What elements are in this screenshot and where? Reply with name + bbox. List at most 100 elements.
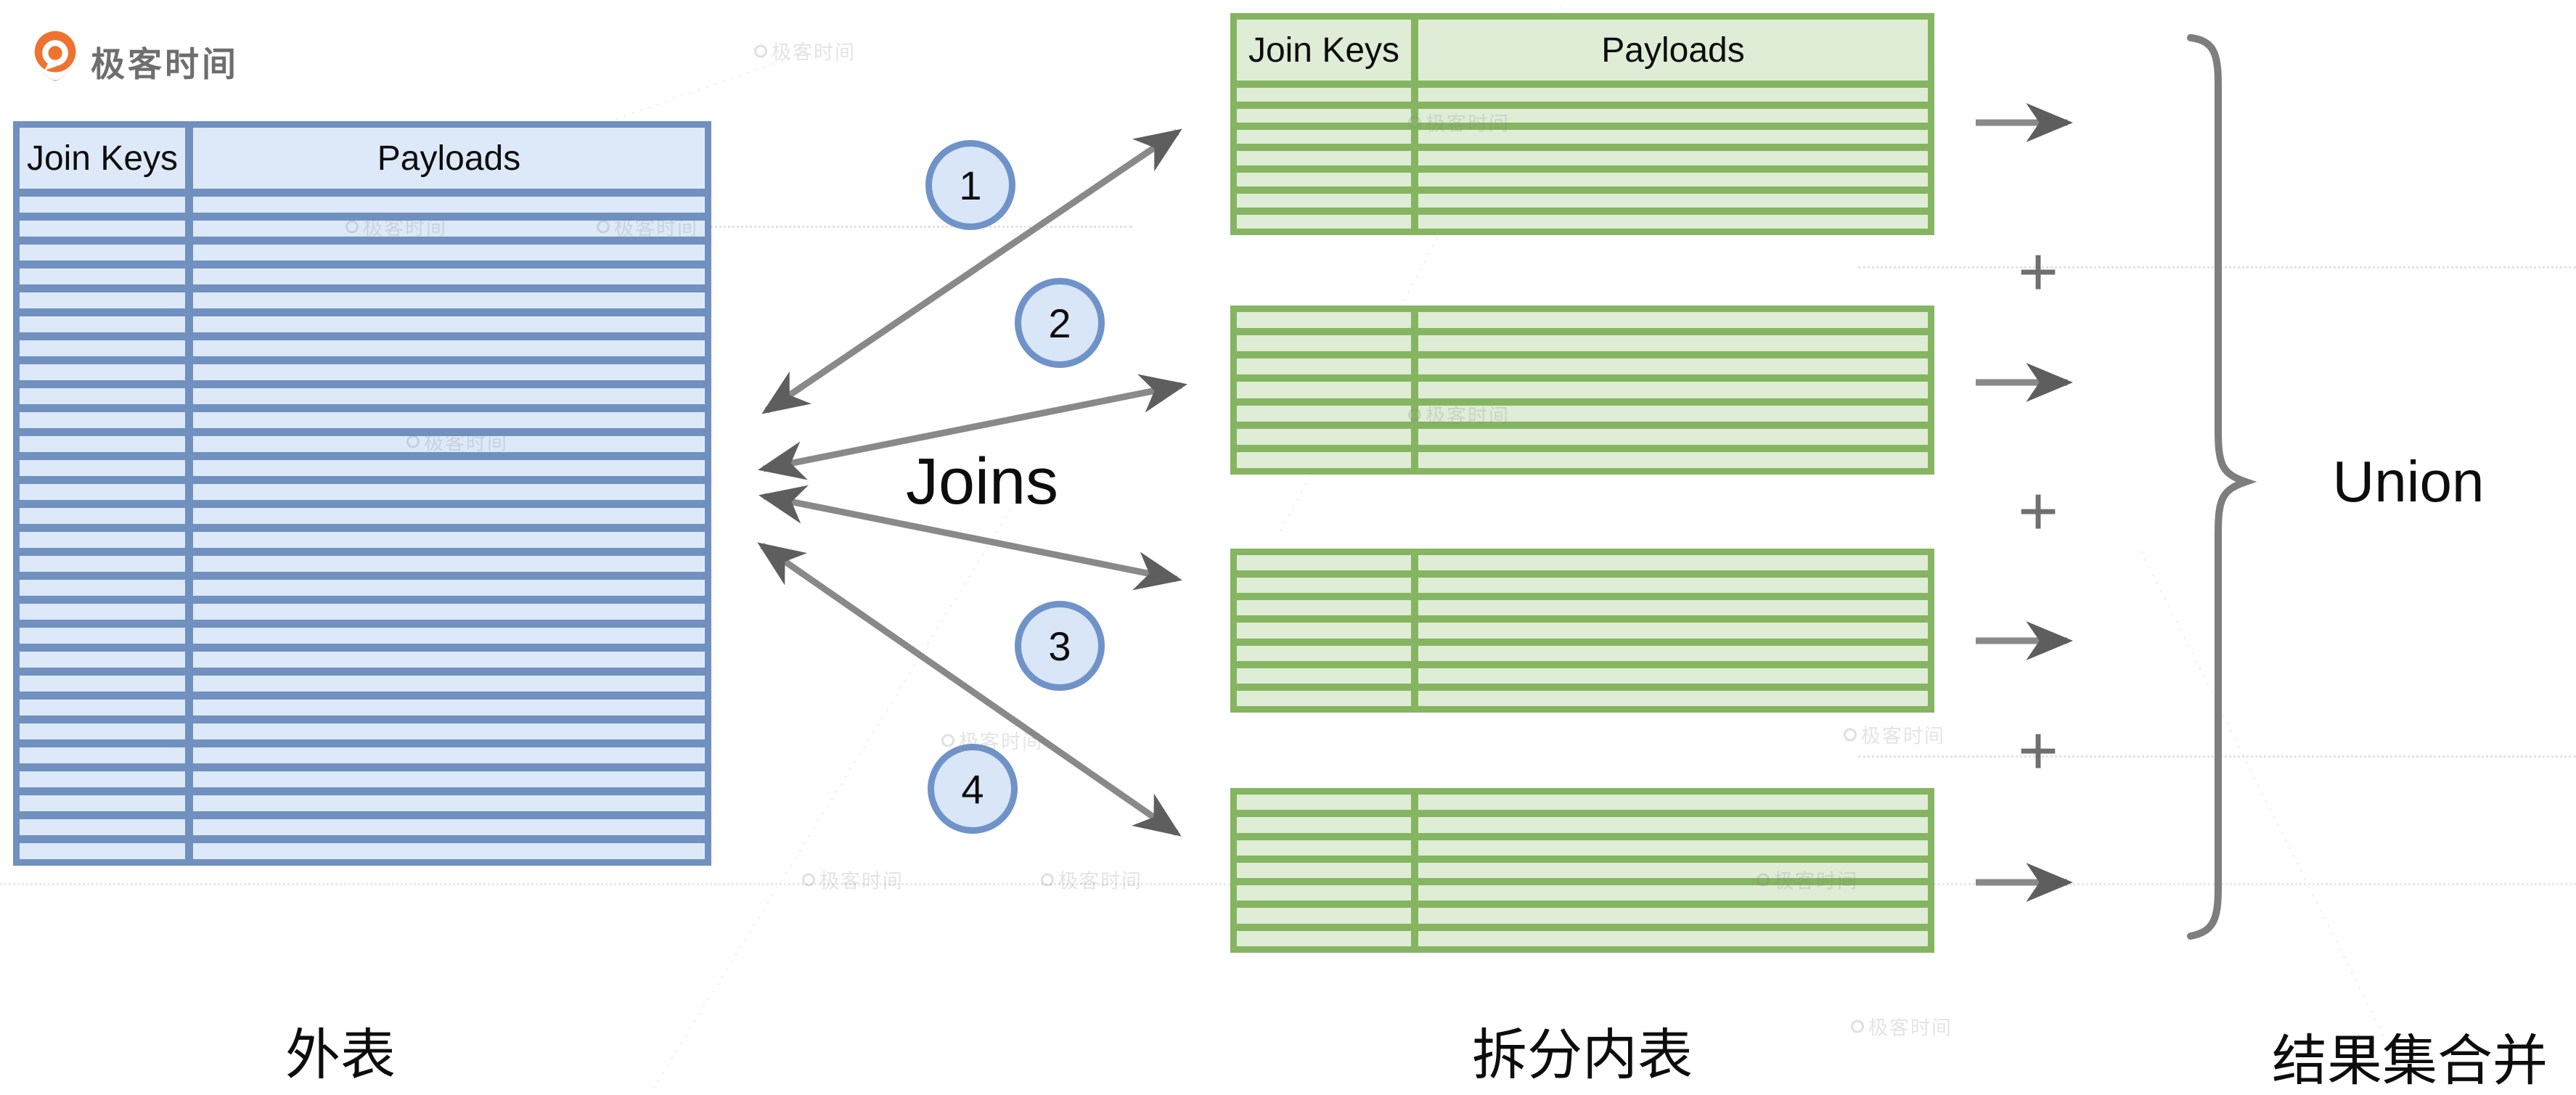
- join-key-cell: [20, 843, 185, 859]
- watermark-pin-icon: [802, 873, 815, 886]
- join-key-cell: [1237, 428, 1411, 445]
- payload-cell: [1418, 623, 1928, 639]
- table-row: [1237, 795, 1928, 811]
- split-table-header: Join Keys Payloads: [1237, 20, 1928, 81]
- payload-cell: [193, 292, 705, 308]
- join-key-cell: [20, 388, 185, 404]
- payload-cell: [193, 316, 705, 332]
- join-badge-1: 1: [925, 140, 1015, 230]
- split-inner-table-4: [1230, 788, 1934, 953]
- join-key-cell: [20, 628, 185, 644]
- table-row: [1237, 151, 1928, 165]
- join-key-cell: [1237, 193, 1411, 208]
- table-row: [20, 412, 705, 428]
- split-inner-table-1: Join Keys Payloads: [1230, 13, 1934, 235]
- payload-cell: [193, 197, 705, 213]
- table-row: [1237, 335, 1928, 352]
- payload-cell: [193, 532, 705, 548]
- table-row: [1237, 930, 1928, 946]
- join-key-cell: [1237, 335, 1411, 352]
- payload-cell: [1418, 690, 1928, 706]
- table-row: [20, 628, 705, 644]
- payload-cell: [1418, 172, 1928, 186]
- watermark-pin-icon: [1851, 1020, 1864, 1033]
- plus-sign-3: +: [2017, 712, 2059, 790]
- table-row: [1237, 214, 1928, 229]
- watermark-pin-icon: [1757, 873, 1770, 886]
- table-row: [1237, 840, 1928, 856]
- payload-cell: [1418, 214, 1928, 229]
- join-key-cell: [20, 580, 185, 596]
- table-row: [20, 245, 705, 261]
- payload-cell: [1418, 908, 1928, 924]
- payload-cell: [193, 747, 705, 763]
- result-merge-label: 结果集合并: [2272, 1030, 2548, 1092]
- payload-cell: [193, 700, 705, 715]
- inner-header-join-keys: Join Keys: [1237, 20, 1411, 81]
- join-key-cell: [20, 436, 185, 452]
- table-row: [1237, 578, 1928, 594]
- split-table-rows: [1237, 795, 1928, 946]
- watermark-pin-icon: [406, 435, 420, 448]
- union-brace: [2187, 34, 2257, 940]
- join-key-cell: [20, 412, 185, 428]
- payload-cell: [193, 628, 705, 644]
- join-key-cell: [1237, 690, 1411, 706]
- table-row: [20, 460, 705, 476]
- join-key-cell: [1237, 109, 1411, 123]
- payload-cell: [193, 819, 705, 835]
- table-row: [20, 197, 705, 213]
- table-row: [1237, 193, 1928, 208]
- join-key-cell: [20, 197, 185, 213]
- join-key-cell: [1237, 405, 1411, 422]
- outer-table-rows: [20, 197, 705, 859]
- payload-cell: [193, 412, 705, 428]
- payload-cell: [1418, 862, 1928, 879]
- table-row: [20, 795, 705, 811]
- watermark-pin-icon: [754, 44, 767, 57]
- table-row: [20, 508, 705, 524]
- watermark-pin-icon: [1408, 115, 1421, 128]
- outer-table-header: Join Keys Payloads: [20, 128, 705, 189]
- join-key-cell: [1237, 930, 1411, 946]
- table-row: [1237, 109, 1928, 123]
- split-inner-table-2: [1230, 305, 1934, 475]
- table-row: [1237, 600, 1928, 616]
- table-row: [1237, 172, 1928, 186]
- table-row: [20, 771, 705, 787]
- brand-logo-text: 极客时间: [91, 44, 239, 83]
- table-row: [20, 556, 705, 572]
- payload-cell: [1418, 451, 1928, 468]
- outer-header-join-keys: Join Keys: [20, 128, 185, 189]
- join-key-cell: [20, 771, 185, 787]
- join-key-cell: [1237, 88, 1411, 102]
- join-key-cell: [20, 316, 185, 332]
- payload-cell: [1418, 668, 1928, 684]
- join-key-cell: [1237, 600, 1411, 616]
- table-row: [1237, 428, 1928, 445]
- table-row: [20, 268, 705, 284]
- watermark-pin-icon: [345, 220, 359, 233]
- join-key-cell: [1237, 358, 1411, 375]
- join-key-cell: [1237, 214, 1411, 229]
- payload-cell: [1418, 358, 1928, 375]
- join-key-cell: [20, 221, 185, 237]
- payload-cell: [193, 676, 705, 692]
- join-key-cell: [20, 676, 185, 692]
- watermark-pin-icon: [1408, 408, 1421, 421]
- join-key-cell: [1237, 555, 1411, 571]
- payload-cell: [1418, 555, 1928, 571]
- table-row: [20, 747, 705, 763]
- join-key-cell: [1237, 668, 1411, 684]
- plus-sign-1: +: [2017, 233, 2059, 311]
- join-key-cell: [1237, 451, 1411, 468]
- join-key-cell: [20, 508, 185, 524]
- table-row: [1237, 690, 1928, 706]
- join-key-cell: [20, 604, 185, 620]
- table-row: [1237, 645, 1928, 661]
- join-badge-2: 2: [1015, 278, 1105, 368]
- payload-cell: [1418, 600, 1928, 616]
- brand-watermark: 极客时间: [802, 866, 904, 894]
- brand-watermark: 极客时间: [597, 213, 698, 241]
